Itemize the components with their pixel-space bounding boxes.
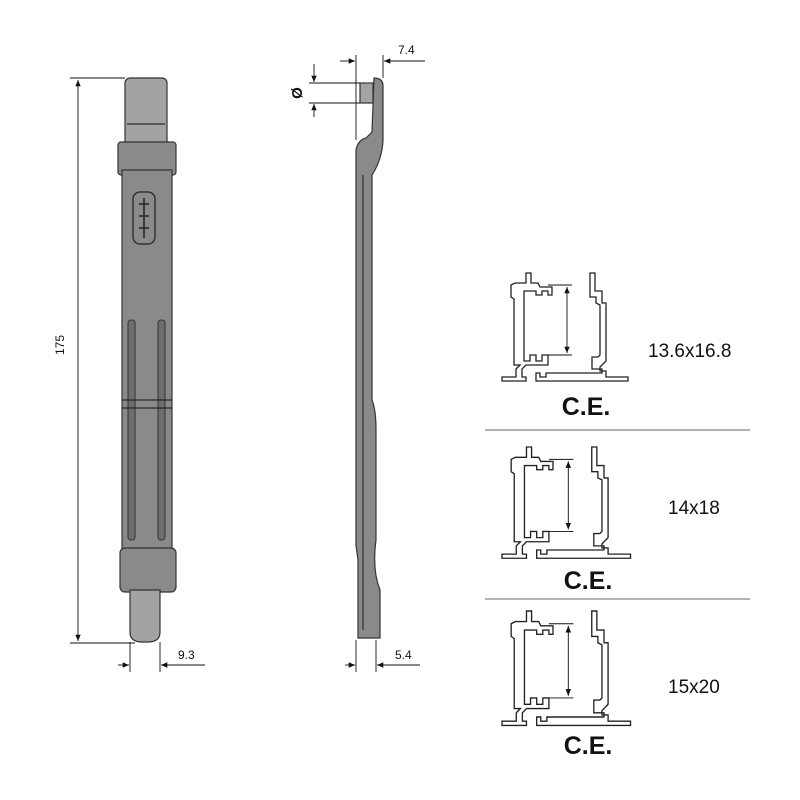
profile-label: C.E. <box>562 393 611 421</box>
profile-label: C.E. <box>564 567 613 595</box>
side-top-dimension: 7.4 <box>398 43 415 57</box>
side-thickness-dimension: 5.4 <box>395 648 412 662</box>
profile-3: 15x20 C.E. <box>502 611 720 760</box>
front-view <box>117 77 177 643</box>
front-width-dimension: 9.3 <box>178 648 195 662</box>
brand-logo-mark <box>139 198 149 238</box>
profile-1: 13.6x16.8 C.E. <box>502 273 731 421</box>
profile-size: 15x20 <box>668 677 720 698</box>
profile-2: 14x18 C.E. <box>502 447 720 595</box>
lower-block <box>119 547 177 593</box>
top-tab <box>124 77 168 149</box>
bottom-tab <box>129 589 161 643</box>
slot-left <box>127 319 136 541</box>
profile-size: 13.6x16.8 <box>648 341 731 362</box>
profile-label: C.E. <box>564 732 613 760</box>
profile-size: 14x18 <box>668 498 720 519</box>
side-view <box>355 77 384 639</box>
length-dimension: 175 <box>53 335 67 355</box>
pin <box>359 82 374 104</box>
diameter-symbol: Ø <box>289 87 306 99</box>
slot-right <box>157 319 166 541</box>
